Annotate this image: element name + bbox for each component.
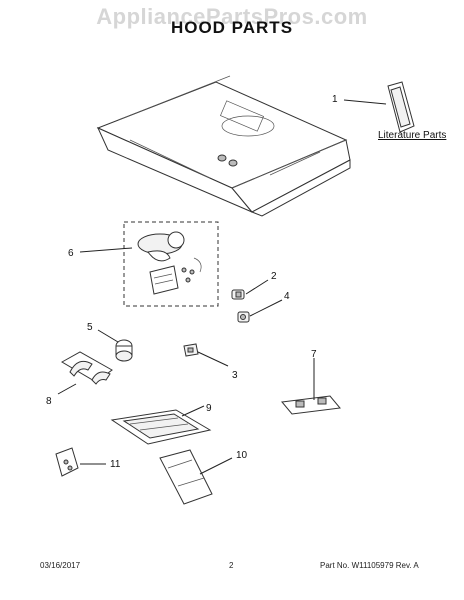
footer-page-number: 2	[229, 561, 234, 570]
filter-part-9	[110, 409, 212, 445]
connector-part-2	[231, 289, 245, 300]
footer-date: 03/16/2017	[40, 561, 81, 570]
callout-7: 7	[311, 349, 317, 360]
light-socket-part-7	[281, 395, 341, 415]
callout-3: 3	[232, 370, 238, 381]
literature-parts-label: Literature Parts	[378, 130, 446, 141]
callout-11: 11	[110, 459, 121, 470]
damper-bracket-part-8	[60, 351, 113, 385]
callout-4: 4	[284, 291, 290, 302]
callout-1: 1	[332, 94, 338, 105]
watermark: AppliancePartsPros.com	[96, 4, 368, 29]
hood-body	[96, 75, 351, 217]
callout-6: 6	[68, 248, 74, 259]
callout-10: 10	[236, 450, 248, 461]
literature-parts	[387, 81, 415, 133]
switch-part-3	[183, 343, 199, 357]
duct-collar-part-5	[115, 339, 133, 362]
duct-panel-part-10	[159, 449, 213, 505]
connector-part-4	[237, 311, 250, 323]
callout-8: 8	[46, 396, 52, 407]
leader-lines	[57, 99, 387, 475]
callout-2: 2	[271, 271, 277, 282]
page-title: HOOD PARTS	[170, 18, 294, 37]
footer-part-number: Part No. W11105979 Rev. A	[320, 561, 419, 570]
bracket-part-11	[55, 447, 79, 477]
callout-9: 9	[206, 403, 212, 414]
motor-assembly	[123, 221, 219, 307]
callout-5: 5	[87, 322, 93, 333]
